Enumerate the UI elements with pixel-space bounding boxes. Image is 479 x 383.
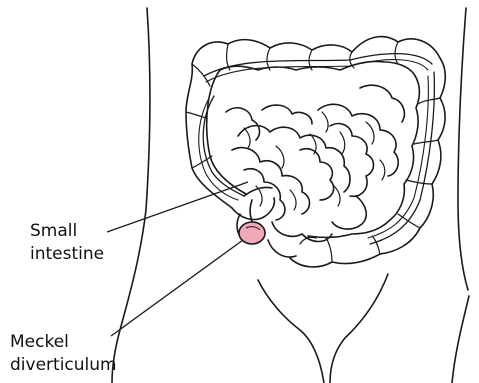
- small-intestine-coil-12: [360, 85, 404, 122]
- small-intestine-coil-13: [226, 108, 259, 140]
- label-meckel-line1: Meckel: [10, 331, 117, 354]
- small-intestine-coil-2: [232, 148, 310, 214]
- body-right-outline: [458, 8, 468, 290]
- label-small-intestine-line2: intestine: [30, 243, 104, 266]
- small-intestine-coil-7: [262, 105, 312, 124]
- colon-band-top: [204, 54, 432, 76]
- pelvis-right-curve: [330, 274, 388, 383]
- ileum-junction: [244, 187, 272, 196]
- small-intestine-coil-6: [300, 149, 334, 200]
- label-small-intestine: Small intestine: [30, 220, 104, 266]
- label-meckel-line2: diverticulum: [10, 354, 117, 377]
- small-intestine-coil-1: [238, 126, 350, 192]
- small-intestine-coil-8: [332, 196, 366, 229]
- label-small-intestine-line1: Small: [30, 220, 104, 243]
- label-meckel-diverticulum: Meckel diverticulum: [10, 331, 117, 377]
- colon-inner: [207, 61, 420, 237]
- body-left-outline: [112, 8, 150, 383]
- small-intestine-coil-9: [272, 222, 332, 242]
- small-intestine-coil-10: [268, 240, 296, 257]
- leader-line-small-intestine: [107, 182, 248, 232]
- small-intestine-coil-5: [330, 124, 374, 197]
- body-right-hip: [452, 296, 469, 383]
- colon-band-left: [203, 96, 244, 196]
- pelvis-left-curve: [258, 280, 324, 383]
- small-intestine-coil-4: [318, 104, 398, 176]
